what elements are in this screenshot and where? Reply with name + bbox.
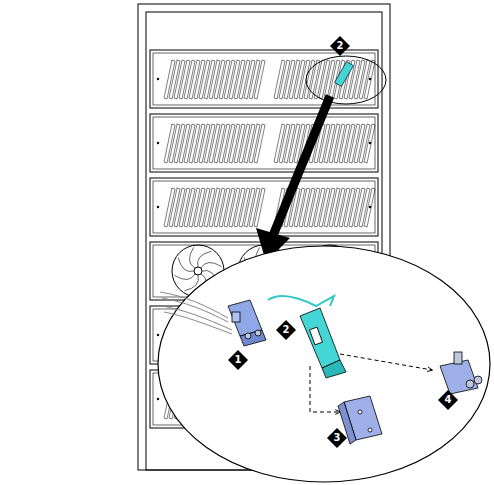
callout-diamond bbox=[276, 320, 296, 340]
connector bbox=[228, 300, 266, 346]
zoom-circle bbox=[158, 246, 490, 482]
callout-number: 1 bbox=[230, 352, 246, 368]
highlight-circle bbox=[306, 56, 386, 104]
callout-diamond bbox=[327, 428, 347, 448]
callout-number: 2 bbox=[332, 38, 348, 54]
shelf bbox=[150, 50, 378, 108]
callout-diamond bbox=[330, 36, 350, 56]
callout-number: 2 bbox=[278, 322, 294, 338]
vent-slots bbox=[274, 124, 375, 163]
fiber-cables bbox=[160, 292, 232, 334]
zoom-arrow bbox=[272, 96, 330, 238]
shelf-inner bbox=[153, 53, 375, 105]
vent-slots bbox=[164, 60, 265, 99]
vent-slots bbox=[274, 60, 375, 99]
extraction-tool bbox=[268, 296, 346, 378]
shelf-inner bbox=[153, 117, 375, 169]
vent-slots bbox=[164, 188, 265, 227]
shelf bbox=[150, 114, 378, 172]
callout-number: 3 bbox=[329, 430, 345, 446]
callout-diamond bbox=[228, 350, 248, 370]
callout-diamond bbox=[438, 390, 458, 410]
shelf-inner bbox=[153, 181, 375, 233]
coupler bbox=[440, 352, 482, 394]
shelf bbox=[150, 178, 378, 236]
callout-markers bbox=[228, 36, 458, 448]
callout-number: 4 bbox=[440, 392, 456, 408]
vent-slots bbox=[164, 124, 265, 163]
tool-small bbox=[335, 62, 354, 87]
